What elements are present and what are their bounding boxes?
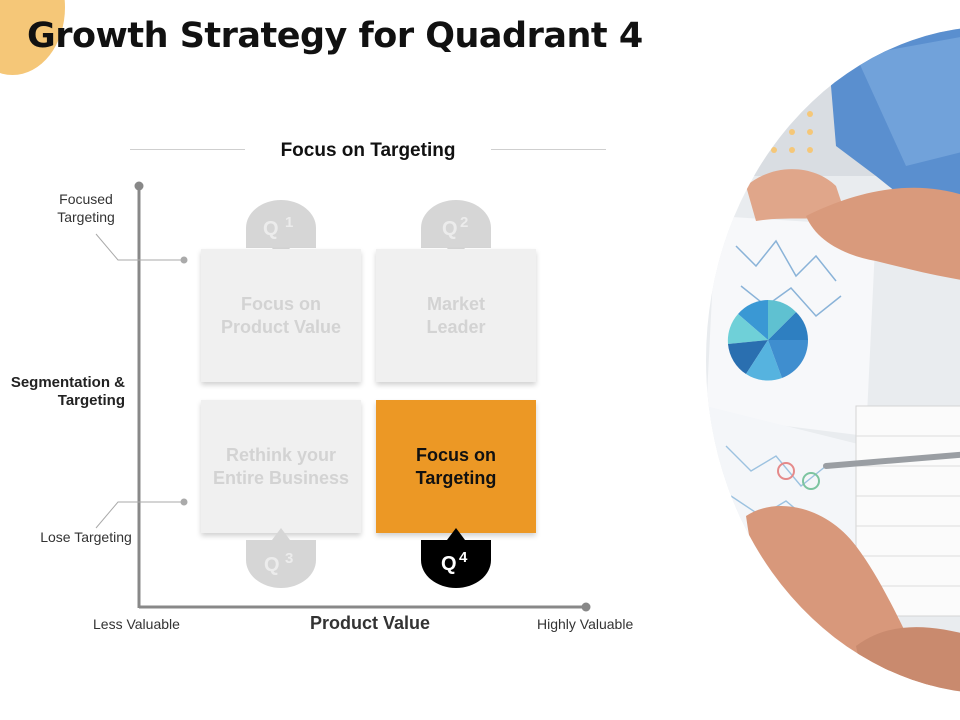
- q2-label: Market Leader: [426, 293, 486, 337]
- quadrant-heading: Focus on Targeting: [130, 138, 606, 162]
- q3-badge: Q 3: [246, 526, 316, 588]
- bottom-leader-line: [95, 501, 184, 529]
- q4-label: Focus on Targeting: [415, 444, 497, 488]
- bottom-leader-dot: [180, 498, 188, 506]
- q1-label: Focus on Product Value: [220, 293, 342, 337]
- q4-letter: Q: [441, 553, 457, 575]
- q4-badge: Q 4: [421, 526, 491, 588]
- q4-number: 4: [459, 549, 468, 566]
- y-axis-endpoint: [134, 181, 144, 191]
- quadrant-q1: Focus on Product Value: [201, 249, 361, 382]
- q3-letter: Q: [264, 554, 280, 576]
- q1-letter: Q: [263, 218, 279, 240]
- quadrant-q2: Market Leader: [376, 249, 536, 382]
- focused-targeting-label: Focused Targeting: [57, 191, 115, 225]
- heading-divider-right: [491, 149, 606, 150]
- q2-number: 2: [460, 214, 469, 231]
- x-axis-title: Product Value: [309, 613, 431, 633]
- page-title: Growth Strategy for Quadrant 4: [27, 16, 643, 56]
- top-leader-dot: [180, 256, 188, 264]
- top-leader-line: [95, 233, 184, 261]
- less-valuable-label: Less Valuable: [93, 616, 180, 632]
- highly-valuable-label: Highly Valuable: [537, 616, 634, 632]
- heading-divider-left: [130, 149, 245, 150]
- heading-text: Focus on Targeting: [256, 140, 480, 161]
- q3-label: Rethink your Entire Business: [212, 444, 350, 488]
- y-axis-title: Segmentation & Targeting: [10, 374, 125, 409]
- q1-badge: Q 1: [246, 200, 316, 260]
- q3-number: 3: [285, 550, 294, 567]
- lose-targeting-label: Lose Targeting: [40, 529, 132, 545]
- business-photo: [706, 26, 960, 694]
- quadrant-q3: Rethink your Entire Business: [201, 400, 361, 533]
- quadrant-q4: Focus on Targeting: [376, 400, 536, 533]
- q2-badge: Q 2: [421, 200, 491, 260]
- q2-letter: Q: [442, 218, 458, 240]
- q1-number: 1: [285, 214, 294, 231]
- x-axis-endpoint: [581, 602, 591, 612]
